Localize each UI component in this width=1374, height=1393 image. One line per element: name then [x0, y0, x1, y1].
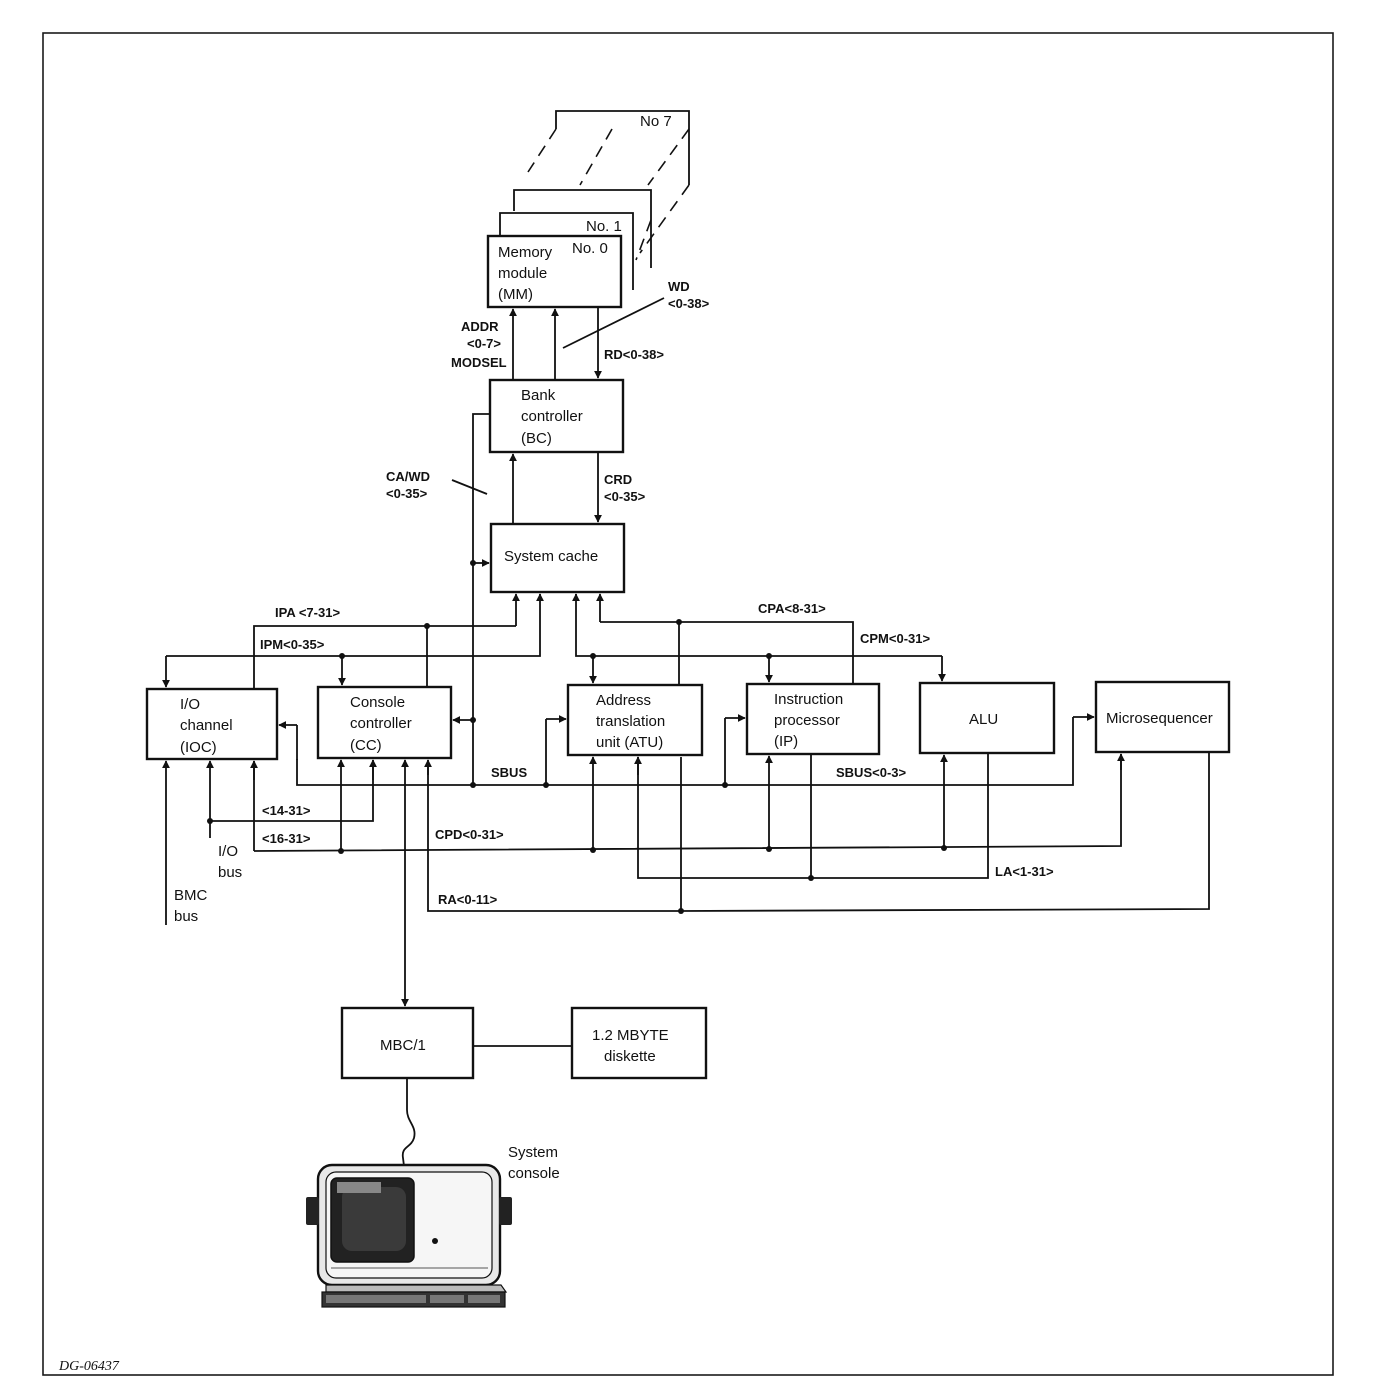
cpa-label: CPA<8-31>	[758, 601, 826, 616]
diskette-line1: 1.2 MBYTE	[592, 1027, 669, 1044]
console-controller-line1: Console	[350, 694, 405, 711]
la-label: LA<1-31>	[995, 864, 1054, 879]
system-console-line1: System	[508, 1144, 558, 1161]
system-cache-label: System cache	[504, 548, 598, 565]
bank-controller-line3: (BC)	[521, 430, 552, 447]
atu-line2: translation	[596, 713, 665, 730]
io-bus-line2: bus	[218, 864, 242, 881]
system-cache-box	[489, 522, 626, 594]
wd-label: WD	[668, 279, 690, 294]
module-no1-label: No. 1	[586, 218, 622, 235]
ip-line2: processor	[774, 712, 840, 729]
modsel-label: MODSEL	[451, 355, 507, 370]
figure-frame	[42, 32, 1334, 1376]
rd-label: RD<0-38>	[604, 347, 664, 362]
microsequencer-label: Microsequencer	[1106, 710, 1213, 727]
cpm-label: CPM<0-31>	[860, 631, 930, 646]
crd-range-label: <0-35>	[604, 489, 646, 504]
range-16-31-label: <16-31>	[262, 831, 311, 846]
io-channel-box	[145, 687, 279, 761]
atu-box	[566, 683, 704, 757]
diskette-line2: diskette	[604, 1048, 656, 1065]
figure-id: DG-06437	[58, 1359, 120, 1374]
ip-line1: Instruction	[774, 691, 843, 708]
io-bus-line1: I/O	[218, 843, 238, 860]
addr-label: ADDR	[461, 319, 499, 334]
memory-module-line2: module	[498, 265, 547, 282]
io-channel-line1: I/O	[180, 696, 200, 713]
system-console-line2: console	[508, 1165, 560, 1182]
memory-module-line1: Memory	[498, 244, 553, 261]
bank-controller-line1: Bank	[521, 387, 556, 404]
module-no7-label: No 7	[640, 113, 672, 130]
microsequencer-box	[1094, 680, 1231, 754]
alu-label: ALU	[969, 711, 998, 728]
mbc-box	[340, 1006, 475, 1080]
io-channel-line3: (IOC)	[180, 739, 217, 756]
diskette-box	[570, 1006, 708, 1080]
ip-box	[745, 682, 881, 756]
io-channel-line2: channel	[180, 717, 233, 734]
alu-box	[918, 681, 1056, 755]
bank-controller-box	[488, 378, 625, 454]
atu-line1: Address	[596, 692, 651, 709]
memory-module-line3: (MM)	[498, 286, 533, 303]
ipa-label: IPA <7-31>	[275, 605, 340, 620]
module-no0-label: No. 0	[572, 240, 608, 257]
ipm-label: IPM<0-35>	[260, 637, 325, 652]
mbc-label: MBC/1	[380, 1037, 426, 1054]
bmc-bus-line1: BMC	[174, 887, 208, 904]
crd-label: CRD	[604, 472, 632, 487]
ca-wd-range-label: <0-35>	[386, 486, 428, 501]
cpd-label: CPD<0-31>	[435, 827, 504, 842]
ca-wd-label: CA/WD	[386, 469, 430, 484]
console-controller-box	[316, 685, 453, 760]
memory-module-box	[486, 234, 623, 309]
wd-range-label: <0-38>	[668, 296, 710, 311]
bank-controller-line2: controller	[521, 408, 583, 425]
console-controller-line3: (CC)	[350, 737, 382, 754]
range-14-31-label: <14-31>	[262, 803, 311, 818]
memory-stack	[486, 110, 690, 309]
addr-range-label: <0-7>	[467, 336, 501, 351]
sbus-label: SBUS	[491, 765, 527, 780]
system-console-illustration	[306, 1163, 512, 1308]
sbus-03-label: SBUS<0-3>	[836, 765, 906, 780]
ra-label: RA<0-11>	[438, 892, 498, 907]
bmc-bus-line2: bus	[174, 908, 198, 925]
ip-line3: (IP)	[774, 733, 798, 750]
atu-line3: unit (ATU)	[596, 734, 663, 751]
console-controller-line2: controller	[350, 715, 412, 732]
